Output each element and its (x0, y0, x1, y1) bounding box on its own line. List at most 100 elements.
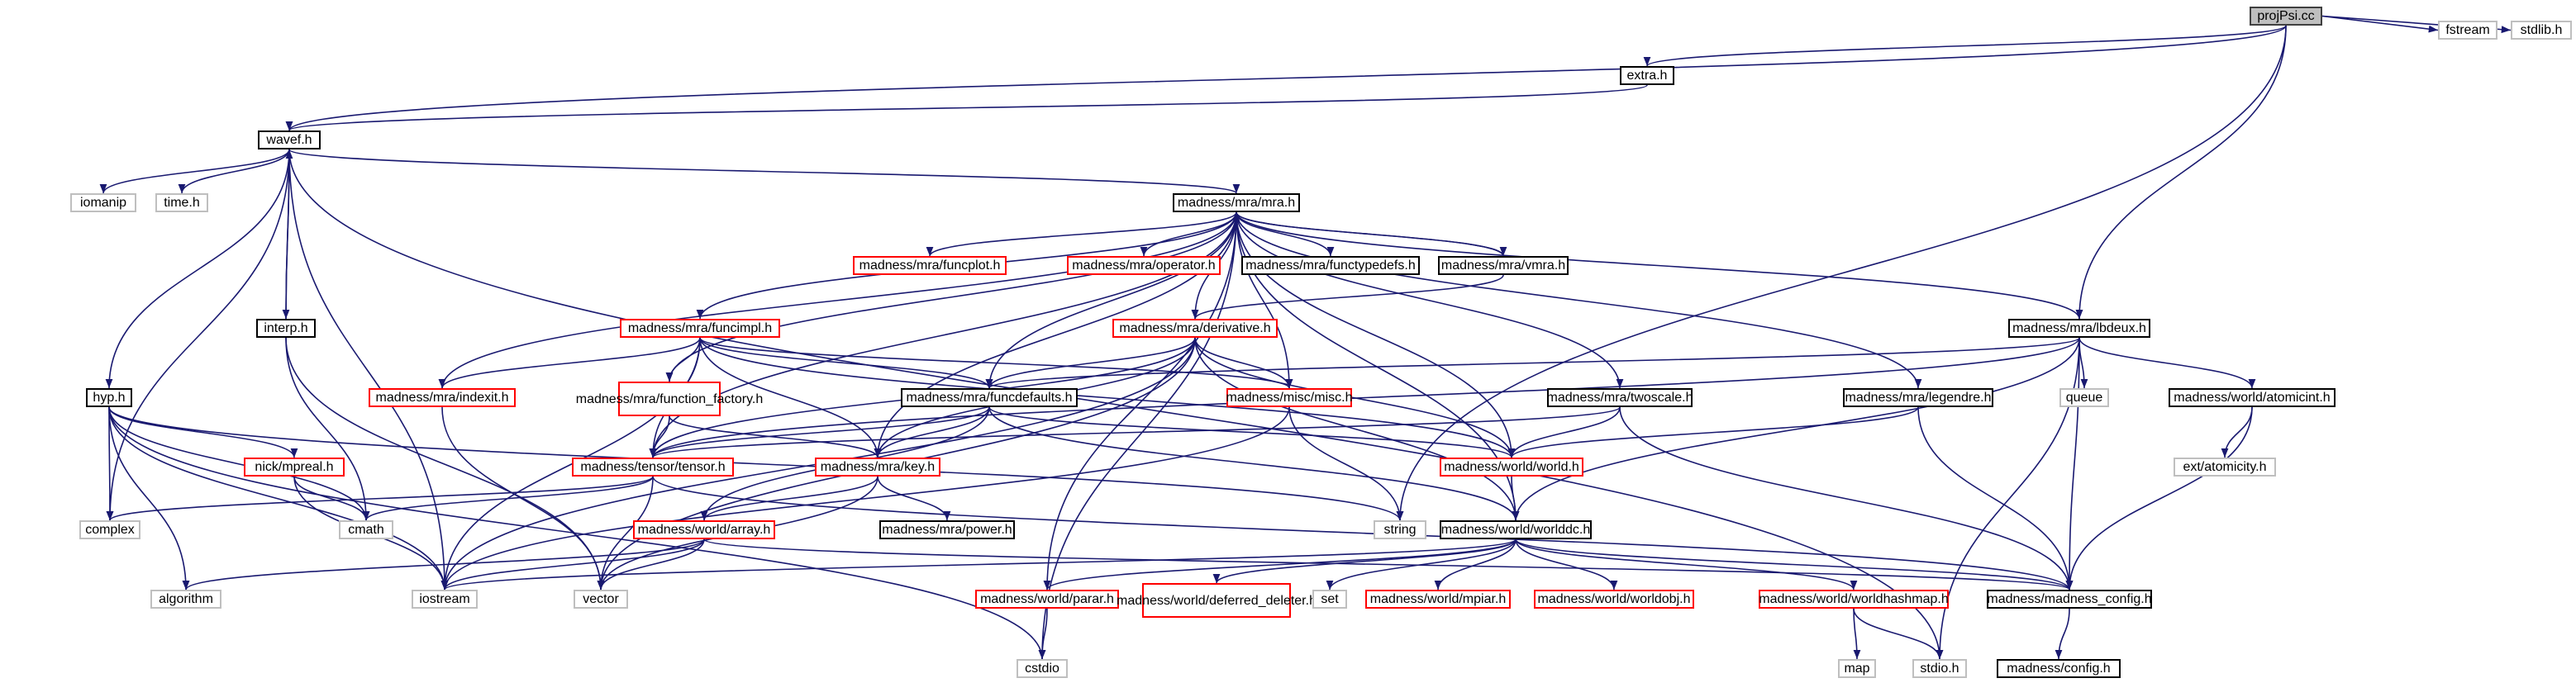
node-cmath[interactable]: cmath (339, 520, 393, 539)
node-worldhashmap[interactable]: madness/world/worldhashmap.h (1759, 590, 1949, 609)
node-queue[interactable]: queue (2059, 388, 2109, 407)
edge-legendre-to-world (1507, 406, 1919, 458)
edge-hyp-to-cstdio (108, 406, 1046, 660)
edge-array-to-algorithm (182, 538, 705, 591)
edge-hyp-to-string (108, 406, 1404, 521)
edge-mra-to-indexit (438, 211, 1237, 389)
edge-wavef-to-iostream (288, 149, 449, 591)
edge-twoscale-to-tensor (649, 406, 1621, 458)
node-vector[interactable]: vector (574, 590, 628, 609)
edge-mra-to-function-factory (665, 211, 1237, 382)
edge-twoscale-to-madness-config (1619, 406, 2074, 591)
edge-projpsi-to-wavef (285, 25, 2287, 131)
edge-derivative-to-funcdefaults (985, 337, 1196, 389)
edge-parar-to-cstdio (1038, 608, 1048, 660)
node-time[interactable]: time.h (155, 193, 208, 212)
node-madness-config[interactable]: madness/madness_config.h (1987, 590, 2152, 609)
edge-tensor-to-madness-config (652, 476, 2074, 591)
edge-world-to-worlddc (1511, 476, 1520, 521)
edge-vmra-to-derivative (1191, 274, 1504, 320)
edge-array-to-madness-config (703, 538, 2073, 591)
node-map[interactable]: map (1838, 659, 1876, 678)
node-derivative[interactable]: madness/mra/derivative.h (1112, 319, 1278, 338)
node-iostream[interactable]: iostream (412, 590, 478, 609)
node-power[interactable]: madness/mra/power.h (879, 520, 1015, 539)
edge-key-to-array (700, 476, 879, 521)
node-twoscale[interactable]: madness/mra/twoscale.h (1547, 388, 1693, 407)
edge-hyp-to-algorithm (108, 406, 190, 591)
node-algorithm[interactable]: algorithm (150, 590, 221, 609)
node-functypedefs[interactable]: madness/mra/functypedefs.h (1241, 256, 1420, 275)
edge-derivative-to-worlddc (1194, 337, 1520, 521)
node-stdio[interactable]: stdio.h (1912, 659, 1967, 678)
edge-funcimpl-to-misc (699, 337, 1293, 389)
node-key[interactable]: madness/mra/key.h (815, 458, 940, 477)
edge-misc-to-string (1288, 406, 1404, 521)
edge-interp-to-wavef (285, 149, 293, 320)
node-hyp[interactable]: hyp.h (86, 388, 132, 407)
node-worldobj[interactable]: madness/world/worldobj.h (1534, 590, 1694, 609)
edge-wavef-to-time (178, 149, 290, 194)
node-tensor[interactable]: madness/tensor/tensor.h (572, 458, 734, 477)
edge-worlddc-to-deferred-deleter (1212, 538, 1517, 584)
edge-twoscale-to-world (1507, 406, 1621, 458)
edge-worlddc-to-mpiar (1434, 538, 1517, 591)
edge-funcimpl-to-function-factory (665, 337, 701, 382)
node-worlddc[interactable]: madness/world/worlddc.h (1440, 520, 1592, 539)
node-iomanip[interactable]: iomanip (70, 193, 136, 212)
node-legendre[interactable]: madness/mra/legendre.h (1843, 388, 1993, 407)
node-complex[interactable]: complex (79, 520, 140, 539)
edge-wavef-to-complex (106, 149, 290, 521)
node-mra[interactable]: madness/mra/mra.h (1173, 193, 1300, 212)
edge-mra-to-twoscale (1236, 211, 1624, 389)
node-operator[interactable]: madness/mra/operator.h (1067, 256, 1221, 275)
edge-lbdeux-to-atomicint (2078, 337, 2256, 389)
node-fstream[interactable]: fstream (2438, 21, 2497, 40)
node-array[interactable]: madness/world/array.h (633, 520, 775, 539)
edge-mra-to-lbdeux (1236, 211, 2083, 320)
node-funcplot[interactable]: madness/mra/funcplot.h (853, 256, 1007, 275)
node-lbdeux[interactable]: madness/mra/lbdeux.h (2008, 319, 2150, 338)
node-projpsi[interactable]: projPsi.cc (2250, 7, 2322, 26)
node-cstdio[interactable]: cstdio (1017, 659, 1068, 678)
edge-indexit-to-vector (441, 406, 605, 591)
edge-hyp-to-iostream (108, 406, 449, 591)
node-atomicity[interactable]: ext/atomicity.h (2174, 458, 2276, 477)
edge-projpsi-to-fstream (2321, 15, 2439, 33)
edge-key-to-power (877, 476, 951, 521)
node-mpiar[interactable]: madness/world/mpiar.h (1365, 590, 1511, 609)
node-funcimpl[interactable]: madness/mra/funcimpl.h (620, 319, 780, 338)
node-mpreal[interactable]: nick/mpreal.h (244, 458, 345, 477)
edge-wavef-to-iomanip (99, 149, 290, 194)
edge-atomicint-to-madness-config (2065, 406, 2253, 591)
edge-mra-to-functypedefs (1236, 211, 1335, 257)
edge-mra-to-cstdio (1038, 211, 1237, 660)
node-extra[interactable]: extra.h (1620, 66, 1674, 85)
edge-worlddc-to-iostream (440, 538, 1517, 591)
edge-projpsi-to-extra (1643, 25, 2287, 67)
node-parar[interactable]: madness/world/parar.h (975, 590, 1119, 609)
node-vmra[interactable]: madness/mra/vmra.h (1438, 256, 1569, 275)
node-config[interactable]: madness/config.h (1997, 659, 2121, 678)
edge-interp-to-cmath (285, 337, 370, 521)
node-string[interactable]: string (1374, 520, 1426, 539)
node-interp[interactable]: interp.h (256, 319, 316, 338)
node-atomicint[interactable]: madness/world/atomicint.h (2169, 388, 2336, 407)
node-set[interactable]: set (1312, 590, 1347, 609)
node-function-factory[interactable]: madness/mra/function_factory.h (576, 382, 763, 416)
edge-worlddc-to-worldobj (1515, 538, 1618, 591)
edge-worldhashmap-to-map (1853, 608, 1861, 660)
edge-funcimpl-to-key (699, 337, 882, 458)
edge-lbdeux-to-stdio (1936, 337, 2080, 660)
edge-lbdeux-to-queue (2078, 337, 2088, 389)
node-indexit[interactable]: madness/mra/indexit.h (369, 388, 516, 407)
node-misc[interactable]: madness/misc/misc.h (1226, 388, 1352, 407)
edge-vmra-to-mra (1232, 211, 1504, 257)
node-world[interactable]: madness/world/world.h (1440, 458, 1583, 477)
edge-atomicint-to-atomicity (2221, 406, 2253, 458)
node-funcdefaults[interactable]: madness/mra/funcdefaults.h (901, 388, 1078, 407)
node-deferred-deleter[interactable]: madness/world/deferred_deleter.h (1117, 583, 1317, 618)
node-stdlib[interactable]: stdlib.h (2511, 21, 2572, 40)
node-wavef[interactable]: wavef.h (258, 130, 321, 149)
